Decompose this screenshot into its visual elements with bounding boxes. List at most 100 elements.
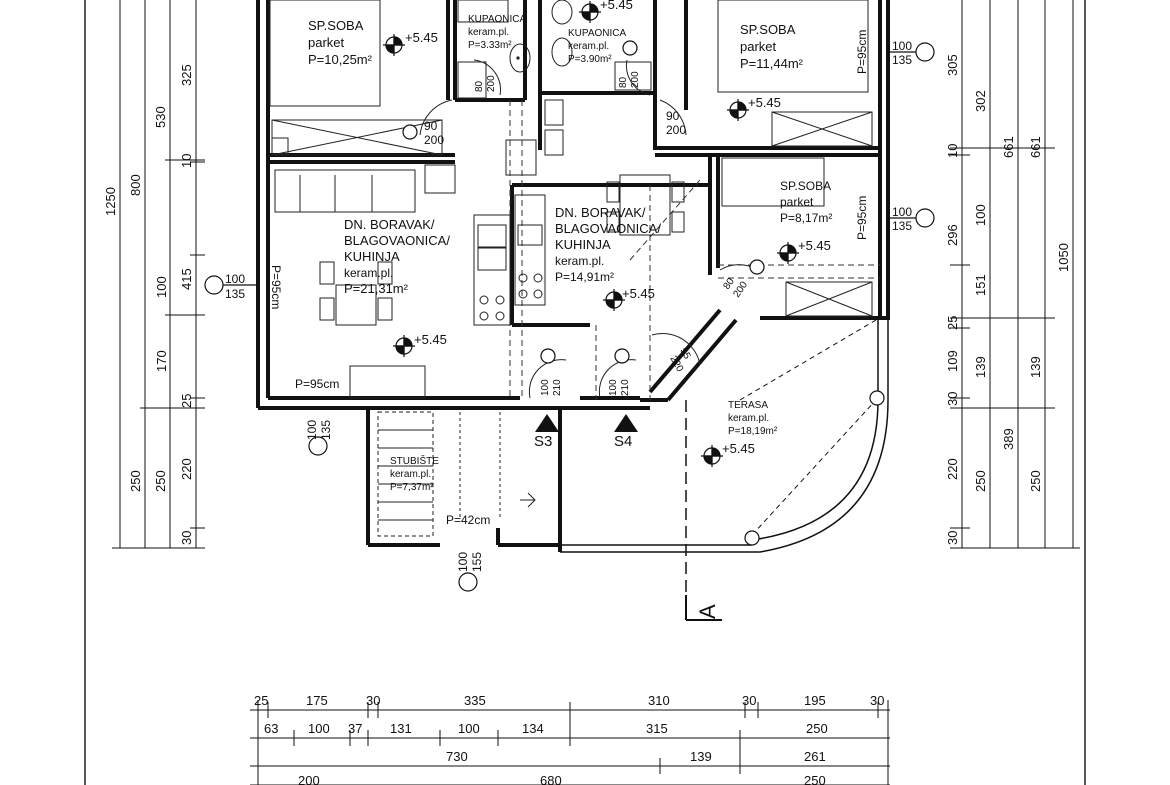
room-kupaonica-1-floor: keram.pl.	[468, 27, 509, 38]
room-kupaonica-2-name: KUPAONICA	[568, 28, 626, 39]
room-sp-soba-1-floor: parket	[308, 35, 345, 50]
door-bath-2-height: 200	[630, 71, 641, 88]
door-bath-2-width: 80	[618, 76, 629, 88]
dim-left-800: 800	[128, 174, 143, 196]
window-left-height: 135	[225, 287, 245, 301]
dim-right-109: 109	[945, 350, 960, 372]
door-bath-1-height: 200	[486, 75, 497, 92]
dim-bottom-134: 134	[522, 721, 544, 736]
dim-right-100: 100	[973, 204, 988, 226]
room-terasa-name: TERASA	[728, 400, 768, 411]
room-terasa-area: P=18,19m²	[728, 426, 778, 437]
dim-right-305: 305	[945, 54, 960, 76]
dimension-lines-bottom	[250, 700, 890, 785]
dim-bottom-139: 139	[690, 749, 712, 764]
window-right-2-width: 100	[892, 205, 912, 219]
dim-left-325: 325	[179, 64, 194, 86]
callout-circles	[204, 40, 935, 592]
dim-bottom-30c: 30	[870, 693, 884, 708]
room-boravak-1-level: +5.45	[414, 332, 447, 347]
section-marker-s4: S4	[614, 433, 632, 450]
door-soba-2-width: 90	[666, 109, 680, 123]
p95-right-2-label: P=95cm	[855, 196, 869, 240]
door-swings	[419, 59, 759, 399]
dim-bottom-730: 730	[446, 749, 468, 764]
dim-right-139a: 139	[973, 356, 988, 378]
window-right-2-height: 135	[892, 219, 912, 233]
section-markers	[535, 414, 638, 432]
door-soba-1-width: 90	[424, 119, 438, 133]
p42-label: P=42cm	[446, 513, 490, 527]
dim-right-139b: 139	[1028, 356, 1043, 378]
p95-left-label: P=95cm	[269, 265, 283, 309]
dim-right-250a: 250	[973, 470, 988, 492]
room-boravak-2-floor: keram.pl.	[555, 254, 604, 268]
room-terasa-level: +5.45	[722, 441, 755, 456]
room-boravak-1-line3: KUHINJA	[344, 249, 400, 264]
dim-bottom-63: 63	[264, 721, 278, 736]
dim-bottom-131: 131	[390, 721, 412, 736]
room-kupaonica-1-name: KUPAONICA	[468, 14, 526, 25]
door-soba-2-height: 200	[666, 123, 686, 137]
room-sp-soba-3-floor: parket	[780, 195, 814, 209]
dim-bottom-100a: 100	[308, 721, 330, 736]
window-right-1-height: 135	[892, 53, 912, 67]
dim-bottom-25: 25	[254, 693, 268, 708]
dim-bottom-37: 37	[348, 721, 362, 736]
dim-right-10: 10	[945, 144, 960, 158]
dim-bottom-335: 335	[464, 693, 486, 708]
dim-bottom-680: 680	[540, 773, 562, 785]
p95-right-1-label: P=95cm	[855, 30, 869, 74]
terrace-outline	[560, 319, 889, 610]
dim-left-25: 25	[179, 394, 194, 408]
room-boravak-1-floor: keram.pl.	[344, 266, 393, 280]
door-s3-height: 210	[552, 379, 563, 396]
level-markers	[383, 1, 799, 467]
dim-left-250a: 250	[128, 470, 143, 492]
room-kupaonica-2-floor: keram.pl.	[568, 41, 609, 52]
dim-left-415: 415	[179, 268, 194, 290]
dim-left-1250: 1250	[103, 187, 118, 216]
dim-right-30b: 30	[945, 531, 960, 545]
room-sp-soba-2-area: P=11,44m²	[740, 56, 804, 71]
room-boravak-2-line1: DN. BORAVAK/	[555, 205, 646, 220]
dim-right-661b: 661	[1028, 136, 1043, 158]
room-kupaonica-2-area: P=3.90m²	[568, 54, 612, 65]
furniture	[269, 0, 873, 537]
dim-right-661a: 661	[1001, 136, 1016, 158]
dim-left-250b: 250	[153, 470, 168, 492]
window-right-1-width: 100	[892, 39, 912, 53]
dim-bottom-250b: 250	[804, 773, 826, 785]
dimension-lines-left	[112, 0, 205, 549]
dim-left-170: 170	[154, 350, 169, 372]
window-bottom-height: 135	[319, 420, 333, 440]
room-sp-soba-1-name: SP.SOBA	[308, 18, 364, 33]
dim-bottom-175: 175	[306, 693, 328, 708]
room-kupaonica-2-level: +5.45	[600, 0, 633, 12]
dim-left-10: 10	[179, 154, 194, 168]
room-terasa-floor: keram.pl.	[728, 413, 769, 424]
dim-left-30: 30	[179, 531, 194, 545]
dim-bottom-200: 200	[298, 773, 320, 785]
room-boravak-1-line2: BLAGOVAONICA/	[344, 233, 450, 248]
door-bath-1-width: 80	[474, 80, 485, 92]
room-boravak-2-level: +5.45	[622, 286, 655, 301]
window-stair-height: 155	[470, 552, 484, 572]
dim-left-220: 220	[179, 458, 194, 480]
dim-bottom-195: 195	[804, 693, 826, 708]
door-hall-width: 55	[677, 346, 692, 362]
dim-right-296: 296	[945, 224, 960, 246]
dimension-lines-right	[950, 0, 1080, 549]
room-boravak-2-line2: BLAGOVAONICA/	[555, 221, 661, 236]
dim-bottom-250a: 250	[806, 721, 828, 736]
room-boravak-1-line1: DN. BORAVAK/	[344, 217, 435, 232]
dim-bottom-30b: 30	[742, 693, 756, 708]
room-boravak-1-area: P=21,31m²	[344, 281, 409, 296]
room-sp-soba-3-level: +5.45	[798, 238, 831, 253]
room-stubiste-name: STUBIŠTE	[390, 454, 439, 467]
room-boravak-2-line3: KUHINJA	[555, 237, 611, 252]
p95-bottom-label: P=95cm	[295, 377, 339, 391]
dim-right-25: 25	[945, 316, 960, 330]
dim-bottom-30a: 30	[366, 693, 380, 708]
